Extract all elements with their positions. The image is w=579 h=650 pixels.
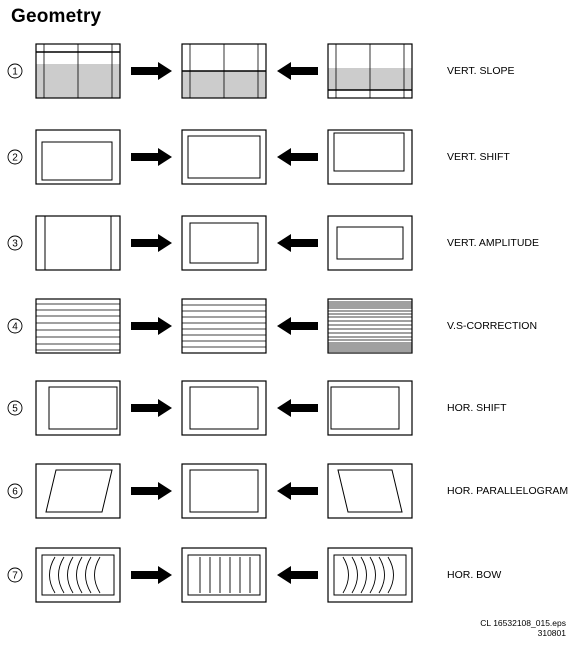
vert-amplitude-after: [327, 215, 413, 271]
picture-area: [333, 554, 407, 596]
screen-frame: [327, 547, 413, 603]
step-number-badge: 5: [7, 400, 23, 416]
arrow-right-icon: [131, 62, 172, 80]
screen-frame: [35, 298, 121, 354]
picture-area: [187, 135, 261, 179]
figure-reference: CL 16532108_015.eps 310801: [480, 618, 566, 638]
parallelogram-after: [327, 463, 413, 519]
step-number: 1: [12, 67, 18, 78]
screen-frame: [181, 215, 267, 271]
picture-area: [189, 222, 259, 264]
step-number: 6: [12, 487, 18, 498]
arrow-right-icon: [131, 566, 172, 584]
screen-frame: [181, 463, 267, 519]
picture-area: [187, 554, 261, 596]
vert-shift-after: [327, 129, 413, 185]
picture-area: [48, 386, 118, 430]
picture-area: [330, 386, 400, 430]
bow-before: [35, 547, 121, 603]
step-number: 3: [12, 239, 18, 250]
vert-amplitude-target: [181, 215, 267, 271]
screen-frame: [327, 129, 413, 185]
step-number-badge: 1: [7, 63, 23, 79]
screen-frame: [181, 129, 267, 185]
arrow-left-icon: [277, 482, 318, 500]
picture-area: [333, 132, 405, 172]
arrow-right-icon: [131, 148, 172, 166]
step-number: 7: [12, 571, 18, 582]
step-label: HOR. SHIFT: [447, 402, 507, 414]
vs-correction-after: [327, 298, 413, 354]
bow-after: [327, 547, 413, 603]
step-number: 5: [12, 404, 18, 415]
step-number-badge: 6: [7, 483, 23, 499]
hor-shift-after: [327, 380, 413, 436]
slope-target: [181, 43, 267, 99]
step-label: V.S-CORRECTION: [447, 320, 538, 332]
screen-frame: [327, 298, 413, 354]
arrow-right-icon: [131, 399, 172, 417]
picture-area: [41, 554, 115, 596]
vs-correction-target: [181, 298, 267, 354]
vs-correction-before: [35, 298, 121, 354]
step-number-badge: 7: [7, 567, 23, 583]
hor-shift-target: [181, 380, 267, 436]
step-number-badge: 3: [7, 235, 23, 251]
step-label: HOR. BOW: [447, 569, 502, 581]
screen-frame: [35, 129, 121, 185]
screen-frame: [35, 380, 121, 436]
step-number-badge: 4: [7, 318, 23, 334]
parallelogram-before: [35, 463, 121, 519]
slope-before: [35, 43, 121, 99]
screen-frame: [35, 547, 121, 603]
step-number: 2: [12, 153, 18, 164]
arrow-left-icon: [277, 317, 318, 335]
figure-code: CL 16532108_015.eps: [480, 618, 566, 628]
arrow-left-icon: [277, 234, 318, 252]
screen-frame: [181, 298, 267, 354]
step-number: 4: [12, 322, 18, 333]
slope-after: [327, 43, 413, 99]
arrow-right-icon: [131, 317, 172, 335]
parallelogram-target: [181, 463, 267, 519]
page-title: Geometry: [11, 6, 102, 27]
step-number-badge: 2: [7, 149, 23, 165]
step-label: HOR. PARALLELOGRAM: [447, 485, 569, 497]
step-label: VERT. SLOPE: [447, 65, 515, 77]
screen-frame: [181, 380, 267, 436]
picture-area: [189, 469, 259, 513]
arrow-right-icon: [131, 234, 172, 252]
arrow-left-icon: [277, 399, 318, 417]
bow-target: [181, 547, 267, 603]
picture-area: [189, 386, 259, 430]
vert-shift-before: [35, 129, 121, 185]
vert-amplitude-before: [35, 215, 121, 271]
vert-shift-target: [181, 129, 267, 185]
screen-frame: [181, 547, 267, 603]
screen-frame: [35, 215, 121, 271]
arrow-left-icon: [277, 148, 318, 166]
arrow-right-icon: [131, 482, 172, 500]
screen-frame: [35, 463, 121, 519]
step-label: VERT. AMPLITUDE: [447, 237, 539, 249]
step-label: VERT. SHIFT: [447, 151, 510, 163]
screen-frame: [327, 463, 413, 519]
picture-area: [336, 226, 404, 260]
arrow-left-icon: [277, 566, 318, 584]
screen-frame: [327, 215, 413, 271]
figure-date: 310801: [537, 628, 566, 638]
screen-frame: [327, 380, 413, 436]
hor-shift-before: [35, 380, 121, 436]
arrow-left-icon: [277, 62, 318, 80]
picture-area: [41, 141, 113, 181]
